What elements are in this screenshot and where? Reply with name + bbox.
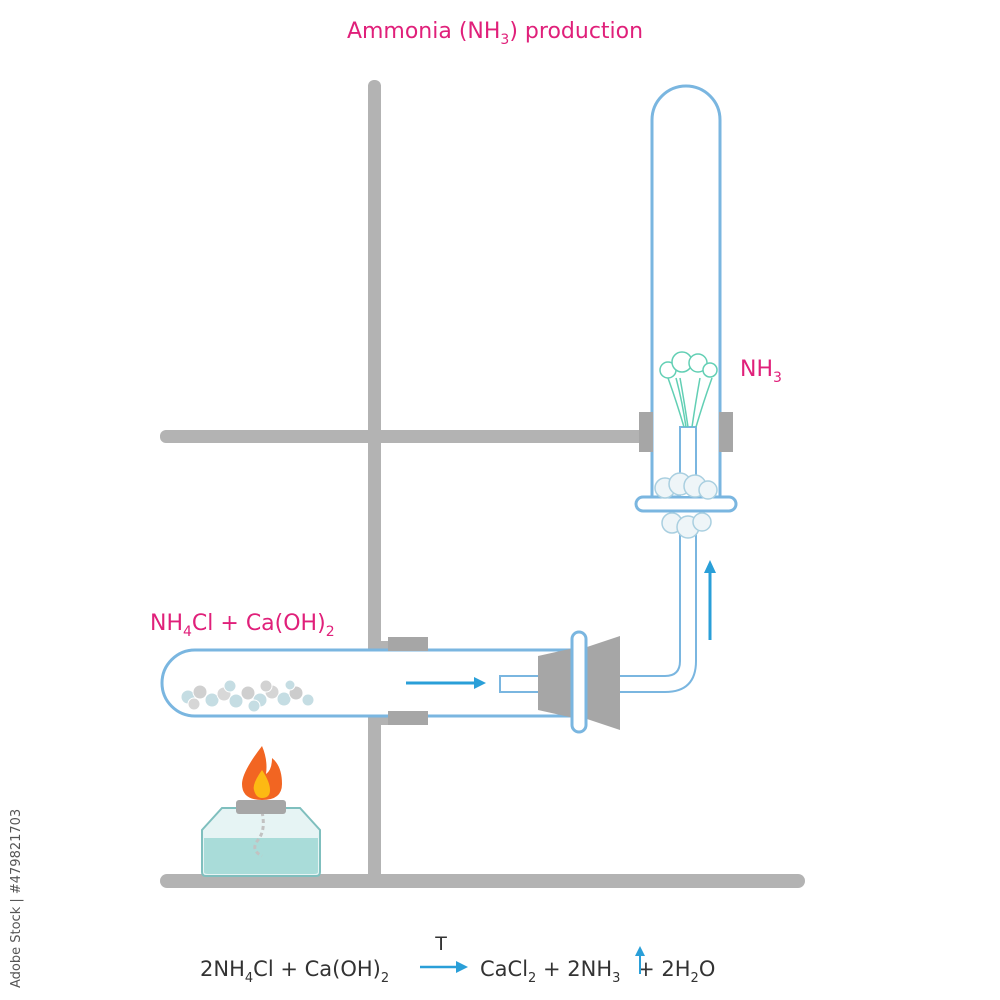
reactant-label-b: Cl + Ca(OH) bbox=[192, 611, 326, 636]
reagent-powder bbox=[180, 679, 315, 713]
eq-right-t2: + 2NH bbox=[536, 957, 612, 981]
tube-clamp-bottom bbox=[388, 711, 428, 725]
product-label-sub: 3 bbox=[773, 370, 782, 386]
stopper-back bbox=[584, 636, 620, 730]
ammonia-gas-wisps bbox=[667, 377, 713, 428]
title-sub: 3 bbox=[500, 32, 509, 48]
tube-clamp-top bbox=[388, 637, 428, 651]
reaction-equation-left: 2NH4Cl + Ca(OH)2 bbox=[200, 957, 389, 986]
flow-arrow-horizontal bbox=[406, 677, 486, 689]
gas-evolution-arrow-icon bbox=[635, 946, 645, 974]
eq-right-gap bbox=[630, 957, 637, 981]
eq-right-s1: 2 bbox=[528, 971, 536, 986]
collector-clamp-left bbox=[639, 412, 653, 452]
eq-right-t1: CaCl bbox=[480, 957, 528, 981]
eq-left-t1: 2NH bbox=[200, 957, 245, 981]
rubber-stopper bbox=[538, 648, 574, 718]
reaction-condition: T bbox=[434, 933, 447, 955]
reactant-label-a: NH bbox=[150, 611, 183, 636]
ammonia-gas-cloud bbox=[659, 351, 718, 379]
tube-flange bbox=[570, 630, 588, 734]
title-post: ) production bbox=[509, 19, 643, 44]
stock-id-text: Adobe Stock | #479821703 bbox=[9, 809, 24, 988]
inner-tube-stub bbox=[499, 675, 541, 693]
lamp-flame-inner bbox=[253, 770, 270, 798]
clamp-arm-upper bbox=[160, 430, 645, 443]
collecting-tube-glass bbox=[650, 84, 722, 500]
eq-left-s2: 2 bbox=[381, 971, 389, 986]
flow-arrow-vertical bbox=[704, 560, 716, 640]
reaction-arrow bbox=[420, 961, 468, 973]
reactant-label: NH4Cl + Ca(OH)2 bbox=[150, 611, 335, 640]
lamp-collar bbox=[236, 800, 286, 814]
delivery-tube-inner bbox=[620, 520, 697, 693]
delivery-tube-outer bbox=[620, 520, 681, 677]
collecting-tube bbox=[634, 84, 738, 513]
lamp-liquid bbox=[204, 838, 318, 874]
collecting-tube-flange bbox=[634, 495, 738, 513]
reaction-equation-right: CaCl2 + 2NH3 + 2H2O bbox=[480, 957, 715, 986]
stand-rod bbox=[368, 80, 381, 880]
collector-clamp-right bbox=[719, 412, 733, 452]
reaction-test-tube bbox=[160, 648, 578, 718]
eq-right-t4: O bbox=[699, 957, 716, 981]
eq-right-t3: + 2H bbox=[637, 957, 690, 981]
reactant-label-a-sub: 4 bbox=[183, 624, 192, 640]
product-label-a: NH bbox=[740, 357, 773, 382]
lamp-wick bbox=[253, 811, 265, 858]
eq-right-s3: 2 bbox=[691, 971, 699, 986]
reactant-label-b-sub: 2 bbox=[326, 624, 335, 640]
stock-id-watermark: Adobe Stock | #479821703 bbox=[9, 809, 24, 988]
eq-right-s2: 3 bbox=[612, 971, 620, 986]
eq-left-s1: 4 bbox=[245, 971, 253, 986]
title-pre: Ammonia (NH bbox=[347, 19, 500, 44]
spirit-lamp bbox=[201, 746, 321, 877]
diagram-title: Ammonia (NH3) production bbox=[347, 19, 643, 48]
product-label: NH3 bbox=[740, 357, 782, 386]
cotton-plug bbox=[654, 472, 718, 539]
eq-left-t2: Cl + Ca(OH) bbox=[253, 957, 381, 981]
stand-base bbox=[160, 874, 805, 888]
